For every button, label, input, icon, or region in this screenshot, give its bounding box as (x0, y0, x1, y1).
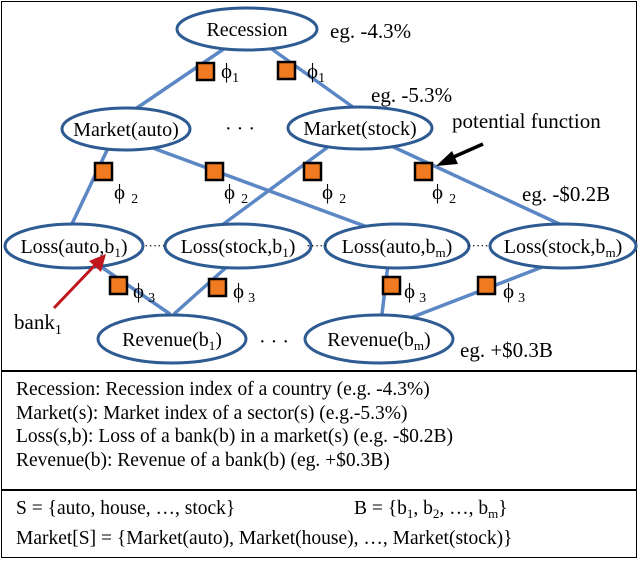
edge-market-stock-loss-stock-b1 (216, 142, 334, 230)
node-revenue-b1: Revenue(b1) (96, 313, 248, 365)
node-loss-stock-b1: Loss(stock,b1) (163, 222, 313, 270)
node-loss-stock-b1-label: Loss(stock,b1) (181, 236, 296, 260)
node-loss-auto-b1-label: Loss(auto,b1) (20, 236, 127, 260)
node-recession-label: Recession (206, 19, 287, 41)
set-definitions-row: S = {auto, house, …, stock} B = {b1, b2,… (16, 496, 512, 522)
node-market-stock-label: Market(stock) (303, 118, 416, 140)
factor-phi2-b (204, 161, 225, 182)
edge-market-auto-loss-auto-b1 (68, 143, 112, 229)
factor-phi3-b (207, 277, 228, 298)
market-set-definition: Market[S] = {Market(auto), Market(house)… (16, 528, 513, 549)
potential-function-label: potential function (452, 109, 601, 133)
loss-dots-2: ····· (306, 238, 328, 253)
factor-phi3-d (476, 275, 497, 296)
node-loss-auto-bm: Loss(auto,bm) (323, 222, 471, 270)
node-market-auto: Market(auto) (60, 106, 192, 152)
edge-loss-stock-b1-revenue-b1 (172, 262, 232, 316)
edge-recession-market-stock (260, 40, 359, 112)
node-loss-stock-bm: Loss(stock,bm) (488, 222, 638, 270)
revenue-ellipsis: · · · (259, 331, 289, 353)
loss-example: eg. -$0.2B (522, 182, 610, 206)
set-b-definition: B = {b1, b2, …, bm} (354, 498, 508, 521)
factor-phi2-a (93, 161, 114, 182)
recession-example: eg. -4.3% (330, 19, 411, 43)
bank1-label: bank1 (14, 310, 62, 338)
phi1-label-left: ϕ1 (221, 59, 239, 86)
factor-phi3-c (381, 275, 402, 296)
market-example: eg. -5.3% (371, 83, 452, 107)
legend-line-recession: Recession: Recession index of a country … (16, 379, 430, 400)
edge-market-stock-loss-stock-bm (386, 142, 569, 230)
node-revenue-bm: Revenue(bm) (303, 313, 455, 365)
set-s-definition: S = {auto, house, …, stock} (16, 498, 236, 519)
legend-line-loss: Loss(s,b): Loss of a bank(b) in a market… (16, 426, 454, 447)
edge-loss-auto-b1-revenue-b1 (96, 262, 171, 316)
phi1-label-right: ϕ1 (307, 59, 325, 86)
node-loss-auto-b1: Loss(auto,b1) (3, 222, 145, 270)
revenue-example: eg. +$0.3B (460, 338, 553, 362)
legend-divider (2, 370, 636, 372)
factor-phi3-a (108, 275, 129, 296)
edge-recession-market-auto (127, 40, 235, 116)
node-market-auto-label: Market(auto) (73, 119, 179, 141)
factors (93, 60, 497, 298)
legend-line-market: Market(s): Market index of a sector(s) (… (16, 402, 408, 424)
node-loss-stock-bm-label: Loss(stock,bm) (504, 236, 622, 260)
potential-function-arrow (436, 142, 484, 166)
legend-line-revenue: Revenue(b): Revenue of a bank(b) (eg. +$… (16, 449, 390, 471)
market-ellipsis: · · · (225, 118, 255, 140)
factor-phi1-left (195, 61, 216, 82)
definitions-divider (2, 489, 636, 491)
factor-phi1-right (276, 60, 297, 81)
factor-phi2-c (302, 161, 323, 182)
node-revenue-bm-label: Revenue(bm) (327, 329, 430, 353)
node-recession: Recession (175, 6, 319, 52)
definitions: S = {auto, house, …, stock} B = {b1, b2,… (16, 496, 512, 552)
bank1-arrow (52, 254, 106, 310)
node-market-stock: Market(stock) (286, 105, 434, 151)
legend: Recession: Recession index of a country … (16, 378, 453, 472)
loss-dots-1: ····· (144, 238, 166, 253)
edges (68, 40, 569, 320)
factor-phi2-d (413, 161, 434, 182)
loss-dots-3: ····· (467, 238, 489, 253)
node-revenue-b1-label: Revenue(b1) (122, 329, 222, 353)
node-loss-auto-bm-label: Loss(auto,bm) (342, 236, 453, 260)
edge-market-auto-loss-auto-bm (141, 142, 371, 230)
